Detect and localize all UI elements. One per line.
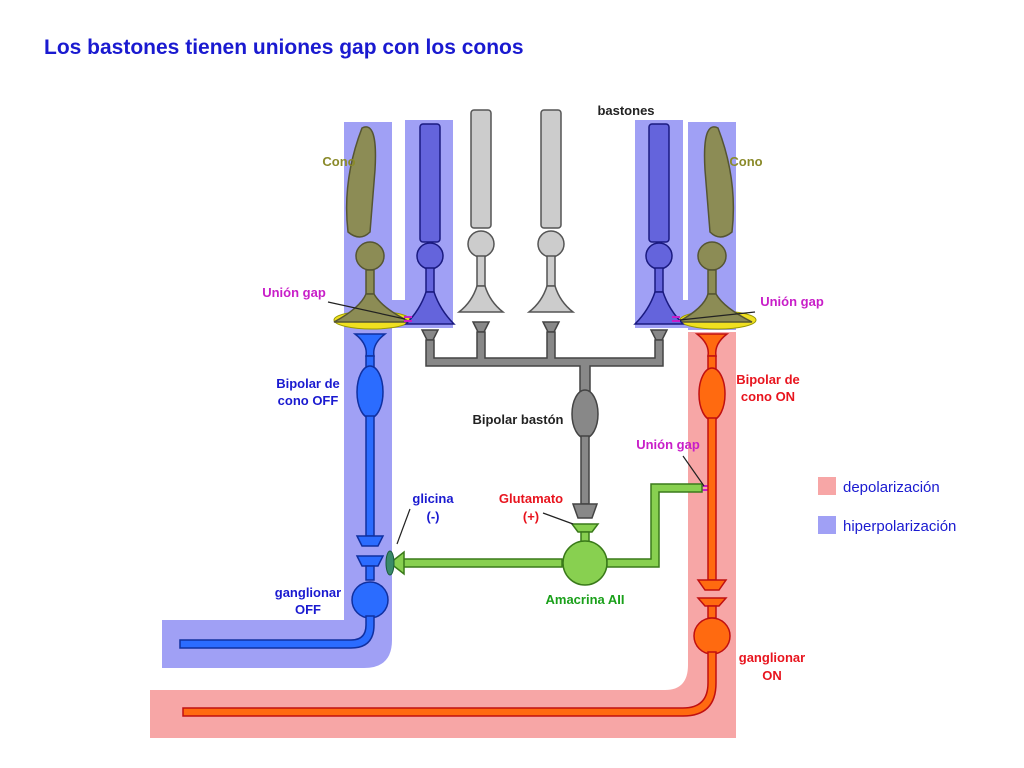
glycine-synapse xyxy=(385,550,395,576)
label-union-gap-right: Unión gap xyxy=(760,294,824,309)
off-cone-bipolar-cell xyxy=(352,333,388,547)
label-bipolar-off-line1: Bipolar de xyxy=(276,376,340,391)
rod-gray-2 xyxy=(526,109,576,313)
rod-blue-right xyxy=(633,123,685,325)
label-cono-left: Cono xyxy=(322,154,355,169)
label-ganglionar-off-line2: OFF xyxy=(295,602,321,617)
on-cone-bipolar-cell xyxy=(694,333,730,591)
rod-bipolar-cell xyxy=(420,321,669,519)
legend: depolarización hiperpolarización xyxy=(818,477,956,535)
label-glutamato-line1: Glutamato xyxy=(499,491,563,506)
label-bastones: bastones xyxy=(597,103,654,118)
label-glicina-line1: glicina xyxy=(412,491,454,506)
depolarization-zones xyxy=(150,332,736,738)
label-cono-right: Cono xyxy=(729,154,762,169)
legend-label-hyperpolarization: hiperpolarización xyxy=(843,518,956,535)
rod-gray-1 xyxy=(456,109,506,313)
label-bipolar-on-line1: Bipolar de xyxy=(736,372,800,387)
on-ganglion-cell xyxy=(182,597,731,717)
rod-blue-left xyxy=(404,123,456,325)
legend-swatch-hyperpolarization xyxy=(818,516,836,534)
cone-left xyxy=(333,126,411,330)
label-amacrina: Amacrina AII xyxy=(546,592,625,607)
legend-swatch-depolarization xyxy=(818,477,836,495)
legend-label-depolarization: depolarización xyxy=(843,479,940,496)
leader-lines xyxy=(327,301,756,545)
label-ganglionar-off-line1: ganglionar xyxy=(275,585,341,600)
page-title: Los bastones tienen uniones gap con los … xyxy=(44,36,524,59)
label-ganglionar-on-line1: ganglionar xyxy=(739,650,805,665)
amacrine-aii-cell xyxy=(388,483,703,586)
label-bipolar-on-line2: cono ON xyxy=(741,389,795,404)
label-glutamato-line2: (+) xyxy=(523,509,539,524)
off-ganglion-cell xyxy=(179,555,389,649)
gap-junction-marks xyxy=(404,316,710,491)
label-bipolar-off-line2: cono OFF xyxy=(278,393,339,408)
label-union-gap-left: Unión gap xyxy=(262,285,326,300)
label-ganglionar-on-line2: ON xyxy=(762,668,782,683)
label-glicina-line2: (-) xyxy=(427,509,440,524)
label-union-gap-mid: Unión gap xyxy=(636,437,700,452)
label-bipolar-baston: Bipolar bastón xyxy=(472,412,563,427)
